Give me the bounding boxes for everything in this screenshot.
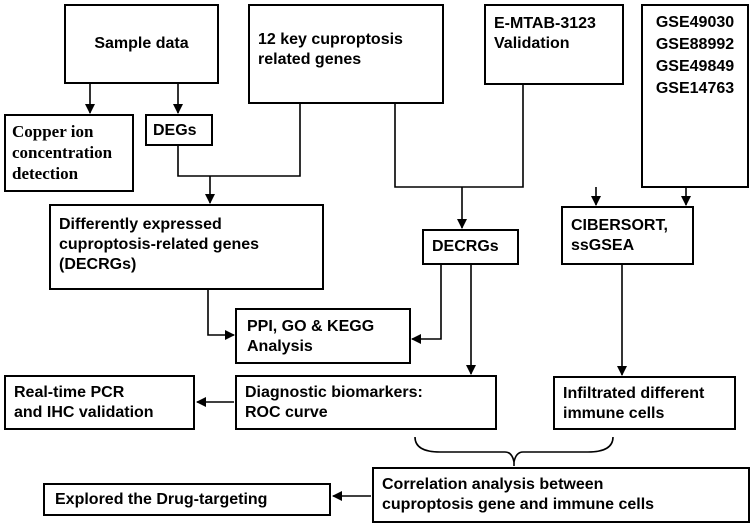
node-text: Explored the Drug-targeting: [55, 491, 268, 508]
node-text: Real-time PCR: [14, 384, 125, 401]
node-text: immune cells: [563, 405, 665, 422]
node-text: GSE14763: [655, 80, 735, 97]
node-text: PPI, GO & KEGG: [247, 318, 375, 335]
node-sample-data: Sample data: [64, 4, 219, 84]
node-text: CIBERSORT,: [571, 217, 668, 234]
node-text: Validation: [494, 35, 570, 52]
node-infiltrated: Infiltrated different immune cells: [553, 376, 736, 430]
node-text: and IHC validation: [14, 404, 154, 421]
node-text: 12 key cuproptosis: [258, 31, 403, 48]
node-text: related genes: [258, 51, 362, 68]
node-cibersort: CIBERSORT, ssGSEA: [561, 206, 694, 265]
node-text: ssGSEA: [571, 237, 635, 254]
arrow-decrgs-to-ppi: [411, 264, 442, 344]
node-correlation: Correlation analysis between cuproptosis…: [372, 467, 750, 523]
brace-merge: [414, 436, 614, 463]
node-text: cuproptosis gene and immune cells: [382, 496, 655, 513]
node-decrgs: DECRGs: [422, 229, 519, 265]
connector-genes-emtab-merge: [394, 84, 524, 188]
node-diagnostic: Diagnostic biomarkers: ROC curve: [235, 375, 497, 430]
node-text: Sample data: [94, 35, 189, 52]
node-degs: DEGs: [145, 114, 213, 146]
node-decrgs-full: Differently expressed cuproptosis-relate…: [49, 204, 324, 290]
node-text: GSE49849: [655, 58, 735, 75]
node-text: Copper ion: [12, 122, 94, 141]
node-drug: Explored the Drug-targeting: [43, 483, 331, 516]
node-text: Diagnostic biomarkers:: [245, 384, 423, 401]
node-ppi: PPI, GO & KEGG Analysis: [235, 308, 411, 364]
node-copper: Copper ion concentration detection: [4, 114, 134, 192]
arrow-decrgs-full-to-ppi: [207, 289, 235, 340]
node-text: concentration: [12, 143, 113, 162]
connector-degs-genes-merge: [177, 103, 301, 177]
node-text: detection: [12, 164, 79, 183]
node-text: DECRGs: [432, 238, 499, 255]
node-text: E-MTAB-3123: [494, 15, 596, 32]
node-text: Analysis: [247, 338, 313, 355]
node-pcr: Real-time PCR and IHC validation: [4, 375, 195, 430]
node-text: GSE49030: [655, 14, 735, 31]
node-text: Correlation analysis between: [382, 476, 604, 493]
node-text: ROC curve: [245, 404, 328, 421]
node-key-genes: 12 key cuproptosis related genes: [248, 4, 444, 104]
node-text: DEGs: [153, 122, 197, 139]
node-text: GSE88992: [655, 36, 735, 53]
node-gse: GSE49030 GSE88992 GSE49849 GSE14763: [641, 4, 749, 188]
node-text: Infiltrated different: [563, 385, 705, 402]
node-text: Differently expressed: [59, 216, 222, 233]
node-text: (DECRGs): [59, 256, 137, 273]
node-emtab: E-MTAB-3123 Validation: [484, 4, 624, 85]
node-text: cuproptosis-related genes: [59, 236, 260, 253]
